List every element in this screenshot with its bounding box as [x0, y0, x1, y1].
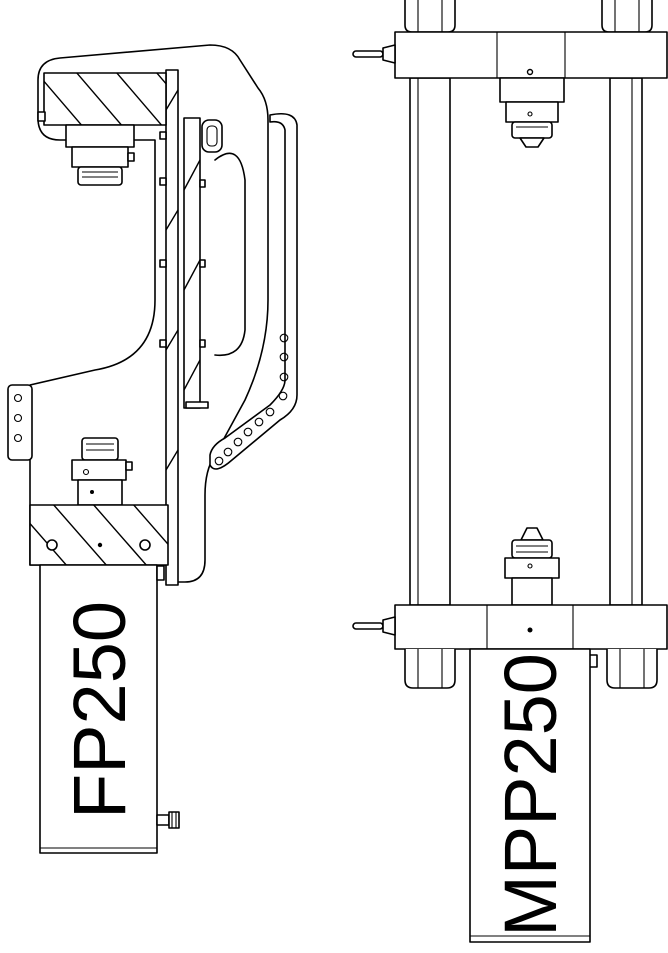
lower-die-holder	[77, 479, 123, 506]
hydraulic-coupler	[156, 814, 170, 826]
bracket-hole	[13, 433, 23, 443]
pin	[159, 177, 167, 186]
pin	[159, 259, 167, 268]
hydraulic-coupler-nut	[168, 811, 180, 829]
column-outer-right	[609, 77, 643, 606]
set-screw	[127, 152, 135, 162]
lower-die	[71, 459, 127, 481]
upper-die-tip	[511, 121, 553, 139]
guide-foot	[185, 401, 209, 409]
upper-die-block	[43, 72, 167, 126]
upper-die-tip	[77, 166, 123, 186]
lower-die-tip	[81, 437, 119, 461]
bracket-hole	[13, 413, 23, 423]
gauge-hole	[254, 417, 264, 427]
upper-die	[71, 146, 129, 168]
pin	[159, 131, 167, 140]
gauge-hole	[278, 391, 288, 401]
gauge-hole	[223, 447, 233, 457]
bottom-lever	[352, 622, 384, 630]
bottom-nut-left	[404, 649, 456, 689]
column-outer-left	[409, 77, 451, 606]
bracket-hole	[13, 393, 23, 403]
fp250-label: FP250	[58, 601, 141, 819]
lower-die-holder	[511, 577, 553, 606]
pin	[199, 259, 206, 268]
mpp250-label: MPP250	[489, 653, 572, 937]
gauge-hole	[279, 372, 289, 382]
side-bracket	[7, 384, 33, 461]
top-nut-right	[601, 0, 653, 33]
pin	[199, 179, 206, 188]
upper-die	[505, 101, 559, 123]
upper-die-holder	[499, 77, 565, 103]
gauge-strip	[209, 112, 298, 470]
frame-handle	[214, 152, 246, 357]
gauge-hole	[233, 437, 243, 447]
shackle-inner	[206, 125, 218, 147]
lower-die-block	[29, 504, 169, 566]
top-crosshead	[394, 31, 668, 79]
gauge-hole	[214, 456, 224, 466]
fp250-press: FP250	[7, 44, 298, 854]
mpp250-press: MPP250	[352, 0, 668, 943]
fp250-cylinder	[39, 564, 158, 854]
top-nut-left	[404, 0, 456, 33]
upper-die-holder	[65, 124, 135, 148]
pin	[199, 339, 206, 348]
lower-die	[504, 557, 560, 579]
gauge-hole	[243, 427, 253, 437]
set-screw	[125, 461, 133, 471]
mpp250-cylinder	[469, 648, 591, 943]
shackle	[201, 119, 223, 153]
gauge-hole	[279, 333, 289, 343]
gauge-hole	[265, 407, 275, 417]
gauge-hole	[279, 352, 289, 362]
cylinder-port	[156, 565, 165, 581]
lower-die-tip	[511, 539, 553, 559]
bottom-crosshead	[394, 604, 668, 650]
top-lever	[352, 50, 384, 58]
bottom-nut-right	[606, 649, 658, 689]
small-tab	[37, 111, 46, 122]
pin	[159, 339, 167, 348]
